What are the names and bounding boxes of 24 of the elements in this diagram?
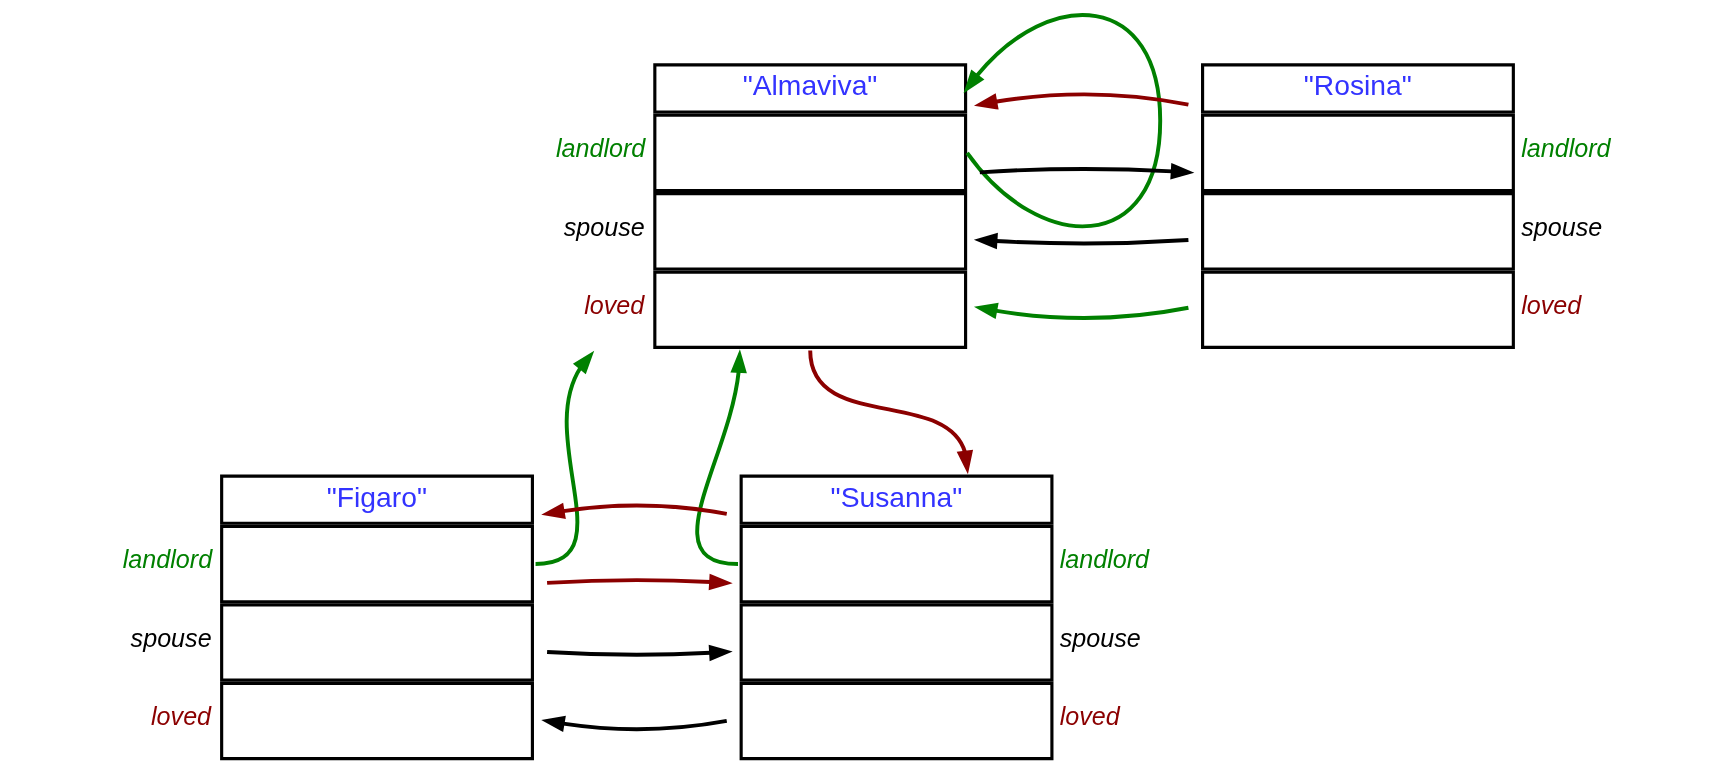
node-label: loved xyxy=(1059,702,1120,731)
arrow xyxy=(973,92,1189,110)
node-label: spouse xyxy=(130,623,212,652)
node-label: loved xyxy=(150,702,211,731)
node-label: loved xyxy=(583,291,644,320)
node-label: spouse xyxy=(1520,212,1602,241)
node-label: landlord xyxy=(122,545,212,574)
node-label: landlord xyxy=(1520,134,1611,163)
arrow xyxy=(963,13,1162,228)
arrow xyxy=(807,350,973,475)
node-label: landlord xyxy=(1059,545,1149,574)
arrow xyxy=(979,163,1194,180)
arrow xyxy=(540,502,727,520)
arrow xyxy=(694,349,747,566)
arrow xyxy=(973,302,1189,320)
arrow xyxy=(546,573,733,591)
arrow xyxy=(546,644,733,662)
node-label: spouse xyxy=(1059,623,1141,652)
node-label: loved xyxy=(1520,291,1581,320)
arrow xyxy=(973,232,1189,250)
arrow xyxy=(534,350,594,566)
node-label: spouse xyxy=(563,212,645,241)
arrow xyxy=(540,715,727,733)
node-label: landlord xyxy=(555,134,645,163)
